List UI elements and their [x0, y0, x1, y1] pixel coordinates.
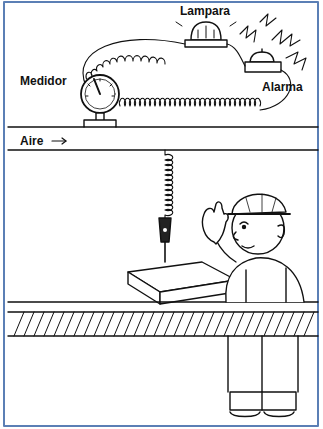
worker-figure	[202, 194, 304, 417]
coiled-wire	[83, 40, 291, 110]
workpiece-box	[128, 262, 236, 304]
lamp-label: Lampara	[180, 4, 230, 18]
frame	[4, 2, 318, 426]
air-hose	[165, 150, 173, 218]
gauge-label: Medidor	[20, 74, 67, 88]
alarm-symbol	[240, 14, 306, 72]
air-label: Aire	[20, 134, 43, 148]
pneumatic-tool	[159, 218, 171, 262]
air-pipe	[8, 127, 318, 150]
alarm-label: Alarma	[262, 80, 303, 94]
gauge-symbol	[81, 75, 119, 127]
lamp-symbol	[176, 16, 236, 47]
conveyor-belt	[8, 302, 318, 336]
